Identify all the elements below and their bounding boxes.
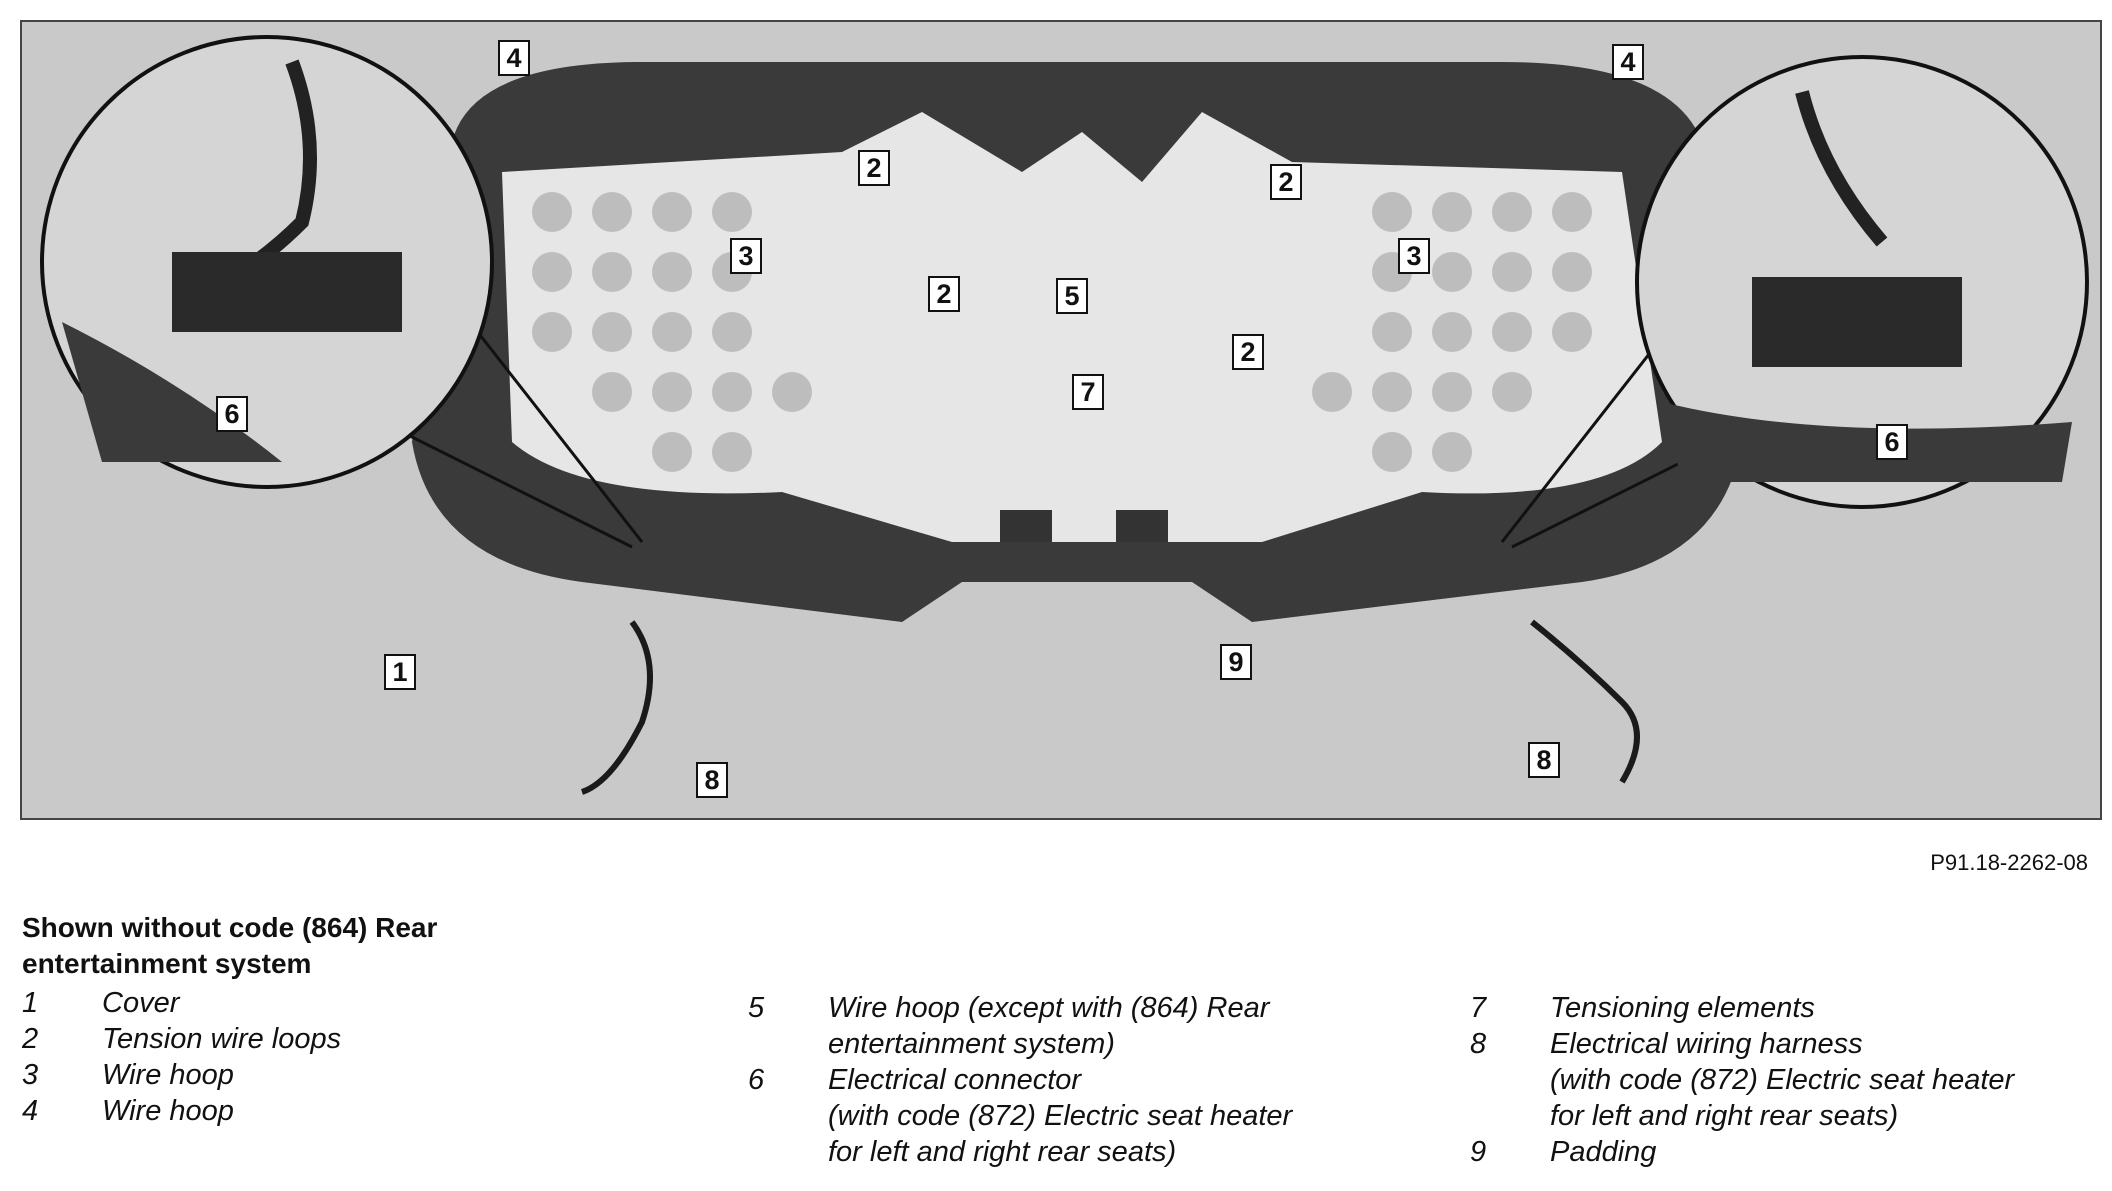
padding-shape	[502, 112, 1662, 542]
legend-item: 6 Electrical connector (with code (872) E…	[748, 1062, 1348, 1170]
legend-number: 9	[1470, 1136, 1487, 1168]
detail-magnifier-left	[40, 35, 494, 489]
electrical-connector-left	[172, 252, 402, 332]
legend-column-2: 5 Wire hoop (except with (864) Rear enter…	[748, 990, 1348, 1170]
callout-6-right: 6	[1876, 424, 1908, 460]
legend-text: Wire hoop (except with (864) Rear entert…	[828, 992, 1270, 1060]
detail-magnifier-right	[1635, 55, 2089, 509]
callout-6-left: 6	[216, 396, 248, 432]
wiring-harness-right	[1530, 619, 1640, 784]
callout-3-left: 3	[730, 238, 762, 274]
legend-text: Tensioning elements	[1550, 992, 1815, 1024]
legend-number: 2	[22, 1023, 39, 1055]
callout-8-right: 8	[1528, 742, 1560, 778]
wiring-harness-left	[580, 620, 653, 795]
callout-2-right-bottom: 2	[1232, 334, 1264, 370]
legend-item: 9 Padding	[1470, 1134, 2110, 1170]
legend-text: Electrical wiring harness (with code (87…	[1550, 1028, 2015, 1132]
legend-text: Tension wire loops	[102, 1023, 342, 1055]
legend-number: 8	[1470, 1028, 1487, 1060]
callout-3-right: 3	[1398, 238, 1430, 274]
legend-number: 7	[1470, 992, 1487, 1024]
legend-number: 3	[22, 1059, 39, 1091]
callout-9: 9	[1220, 644, 1252, 680]
legend-item: 7 Tensioning elements	[1470, 990, 2110, 1026]
callout-2-right-top: 2	[1270, 164, 1302, 200]
legend-heading: Shown without code (864) Rear entertainm…	[22, 912, 438, 979]
legend-number: 1	[22, 987, 39, 1019]
legend-number: 4	[22, 1095, 39, 1127]
callout-7: 7	[1072, 374, 1104, 410]
seat-backrest-illustration	[40, 35, 2089, 795]
legend-item: 5 Wire hoop (except with (864) Rear enter…	[748, 990, 1348, 1062]
figure-reference: P91.18-2262-08	[1930, 850, 2088, 875]
callout-2-left-bottom: 2	[928, 276, 960, 312]
legend-item: 3 Wire hoop	[22, 1057, 341, 1093]
padding-holes-left	[532, 192, 812, 472]
diagram-figure: 4 4 2 2 3 3 2 2 5 7 6 6 1 9 8 8	[20, 20, 2102, 820]
legend-number: 6	[748, 1064, 765, 1096]
legend-item: 1 Cover	[22, 985, 341, 1021]
callout-5: 5	[1056, 278, 1088, 314]
callout-4-left: 4	[498, 40, 530, 76]
callout-8-left: 8	[696, 762, 728, 798]
legend-text: Cover	[102, 987, 180, 1019]
legend-item: 4 Wire hoop	[22, 1093, 341, 1129]
electrical-connector-right	[1752, 277, 1962, 367]
tensioning-element-left	[1000, 510, 1052, 542]
legend-column-3: 7 Tensioning elements 8 Electrical wiring …	[1470, 990, 2110, 1170]
callout-1: 1	[384, 654, 416, 690]
callout-2-left-top: 2	[858, 150, 890, 186]
legend-item: 2 Tension wire loops	[22, 1021, 341, 1057]
legend-text: Wire hoop	[102, 1095, 234, 1127]
tensioning-element-right	[1116, 510, 1168, 542]
legend-text: Padding	[1550, 1136, 1657, 1168]
legend-text: Electrical connector (with code (872) El…	[828, 1064, 1293, 1168]
legend-item: 8 Electrical wiring harness (with code (8…	[1470, 1026, 2110, 1134]
callout-4-right: 4	[1612, 44, 1644, 80]
legend-number: 5	[748, 992, 765, 1024]
legend-text: Wire hoop	[102, 1059, 234, 1091]
